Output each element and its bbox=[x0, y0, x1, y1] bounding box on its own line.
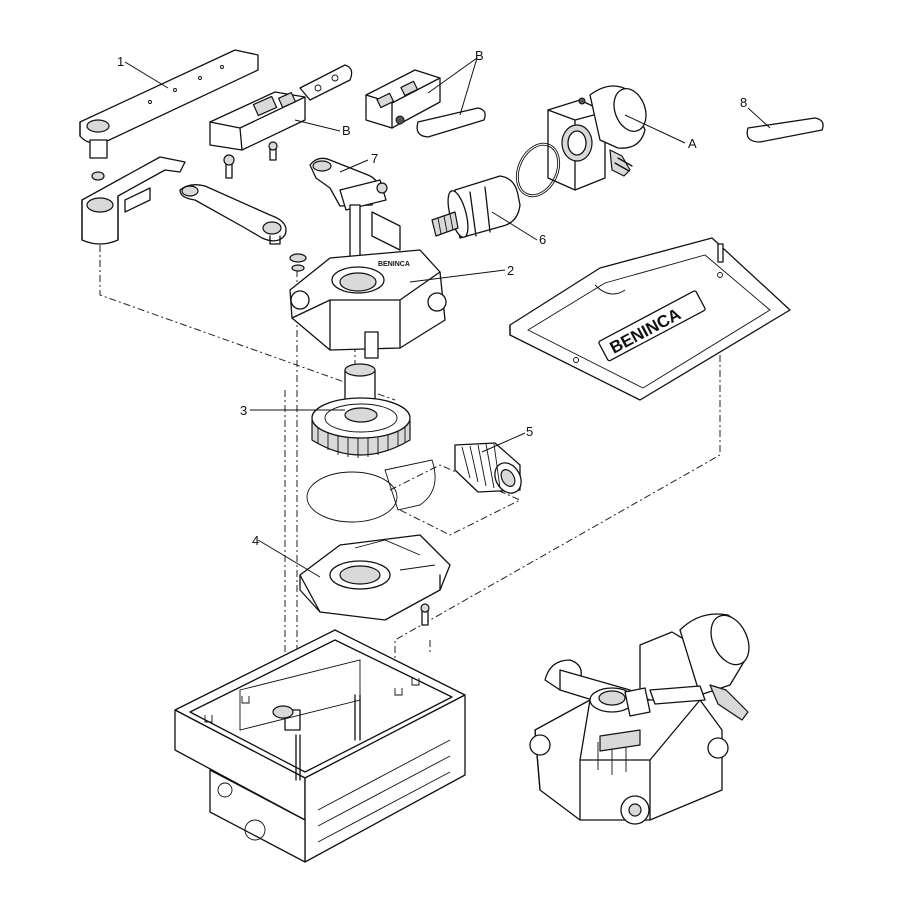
callout-b-cam: B bbox=[475, 48, 484, 63]
callout-b-switch: B bbox=[342, 123, 351, 138]
callout-a: A bbox=[688, 136, 697, 151]
callout-1: 1 bbox=[117, 54, 124, 69]
foundation-box bbox=[174, 629, 466, 863]
callout-5: 5 bbox=[526, 424, 533, 439]
gear-part-3 bbox=[311, 363, 411, 458]
gearbox-base-part-4 bbox=[299, 534, 451, 626]
callout-3: 3 bbox=[240, 403, 247, 418]
callout-7: 7 bbox=[371, 151, 378, 166]
assembled-operator bbox=[529, 613, 750, 825]
arm-assembly-part-1 bbox=[79, 49, 287, 245]
release-lever-part-7 bbox=[309, 157, 401, 259]
limit-switch-assembly-part-b bbox=[209, 64, 824, 161]
motor-part-a bbox=[515, 85, 647, 198]
gaskets bbox=[306, 459, 436, 523]
callout-4: 4 bbox=[252, 533, 259, 548]
gearbox-cover-part-2: BENINCA bbox=[289, 249, 447, 359]
housing-logo: BENINCA bbox=[378, 261, 410, 268]
coupling-shaft-part-6 bbox=[431, 175, 521, 239]
callout-2: 2 bbox=[507, 263, 514, 278]
callout-labels: 1 B B A 8 7 6 2 3 5 4 bbox=[117, 48, 747, 548]
assembly-guide-lines bbox=[99, 245, 721, 700]
callout-6: 6 bbox=[539, 232, 546, 247]
callout-8: 8 bbox=[740, 95, 747, 110]
worm-screw-part-5 bbox=[454, 442, 522, 494]
leader-lines bbox=[124, 57, 771, 578]
cover-plate: BENINCA bbox=[509, 237, 791, 401]
